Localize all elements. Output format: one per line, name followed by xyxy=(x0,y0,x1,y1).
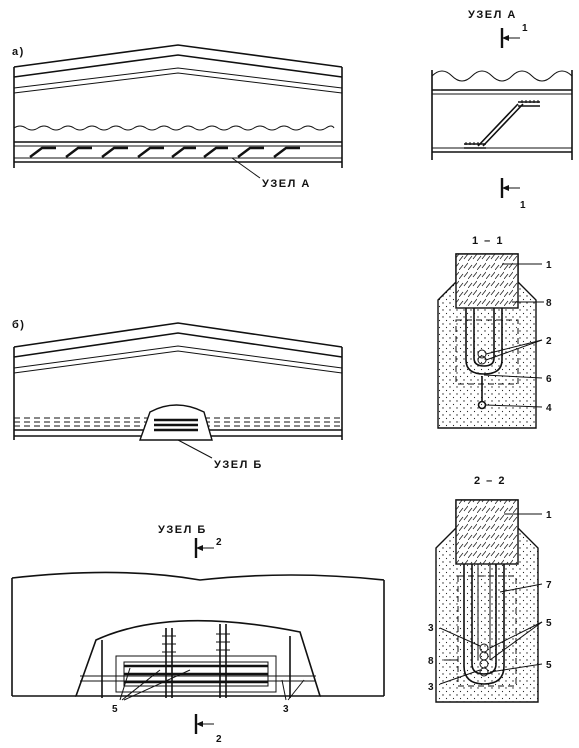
section-2-2: 2 – 2 1 7 3 5 8 3 5 xyxy=(428,475,552,703)
callout-1-1-item-2: 2 xyxy=(546,336,552,347)
part-a-label: а) xyxy=(12,46,25,58)
node-b-verticals xyxy=(101,624,291,698)
node-b-bars xyxy=(154,418,198,432)
callout-2-2-item-3-upper: 3 xyxy=(428,623,434,634)
callout-2-2-item-5-lower: 5 xyxy=(546,660,552,671)
node-b-anchor-bars xyxy=(124,664,268,684)
cut-2-bottom-label: 2 xyxy=(216,734,222,745)
cut-1-bottom-label: 1 xyxy=(520,200,526,211)
node-b-title: УЗЕЛ Б xyxy=(158,524,207,536)
callout-2-2-item-3-lower: 3 xyxy=(428,682,434,693)
callout-1-1-item-4: 4 xyxy=(546,403,552,414)
node-a-detail: УЗЕЛ А 1 1 xyxy=(431,9,573,211)
node-b-callout: УЗЕЛ Б xyxy=(214,459,263,471)
node-a-title: УЗЕЛ А xyxy=(468,9,517,21)
cut-2-top-label: 2 xyxy=(216,537,222,548)
node-b-ties xyxy=(162,633,230,653)
anchor-row-a xyxy=(29,146,300,158)
callout-node-b-item-3: 3 xyxy=(283,704,289,715)
node-a-callout: УЗЕЛ А xyxy=(262,178,311,190)
elevation-b: б) УЗЕЛ Б xyxy=(12,319,343,471)
node-b-detail: УЗЕЛ Б 2 5 xyxy=(11,524,385,745)
callout-2-2-item-5-upper: 5 xyxy=(546,618,552,629)
section-1-1: 1 – 1 1 8 2 6 4 xyxy=(437,235,552,429)
callout-1-1-item-8: 8 xyxy=(546,298,552,309)
node-a-weld-ticks xyxy=(465,100,539,145)
elevation-a: а) УЗЕЛ А xyxy=(12,44,343,190)
callout-2-2-item-8: 8 xyxy=(428,656,434,667)
section-1-1-title: 1 – 1 xyxy=(472,235,504,247)
part-b-label: б) xyxy=(12,319,25,331)
callout-1-1-item-1: 1 xyxy=(546,260,552,271)
callout-1-1-item-6: 6 xyxy=(546,374,552,385)
callout-2-2-item-1: 1 xyxy=(546,510,552,521)
callout-node-b-item-5: 5 xyxy=(112,704,118,715)
cut-1-top-label: 1 xyxy=(522,23,528,34)
section-2-2-title: 2 – 2 xyxy=(474,475,506,487)
callout-2-2-item-7: 7 xyxy=(546,580,552,591)
